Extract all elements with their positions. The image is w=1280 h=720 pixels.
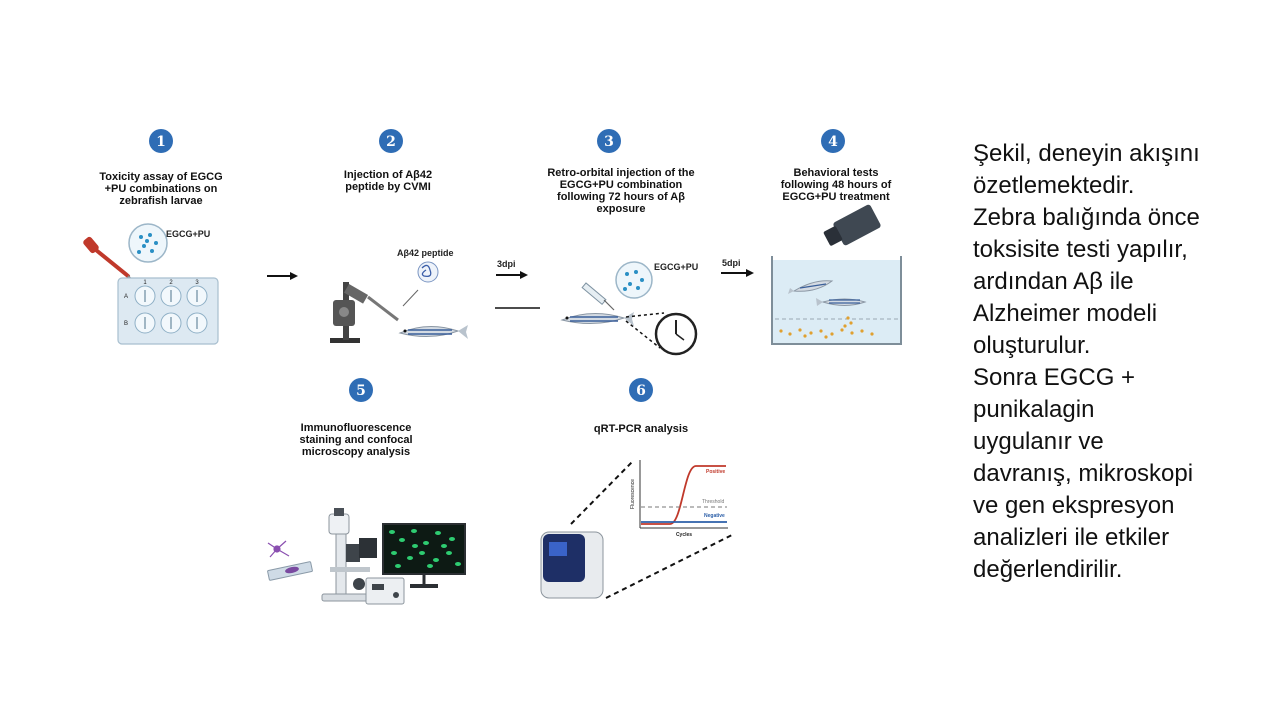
zebrafish-icon [398,325,468,339]
svg-text:6: 6 [636,383,646,399]
abeta-peptide-icon [417,261,439,283]
summary-line: oluşturulur. [973,332,1091,359]
summary-line: Sonra EGCG + [973,364,1136,391]
svg-text:3: 3 [604,134,614,150]
dpi-3-label: 3dpi [497,259,516,269]
zoom-lines [570,459,733,599]
plate-row-label: A [124,294,128,300]
step-3-badge: 3 [597,129,621,153]
step-3-title-line: EGCG+PU combination [560,179,683,191]
step-3-title-line: exposure [597,203,646,215]
zebrafish-icon [560,312,634,326]
summary-line: Zebra balığında önce [973,204,1200,231]
qpcr-machine-icon [540,531,604,599]
positive-label: Positive [706,469,725,475]
step-3-title-line: following 72 hours of Aβ [557,191,685,203]
zoom-lines [625,312,665,349]
egcg-pu-droplet-icon [128,223,168,263]
step-5-title-line: Immunofluorescence [301,422,412,434]
summary-line: ve gen ekspresyon [973,492,1175,519]
plate-col-label: 3 [195,280,199,286]
step-2-title: Injection of Aβ42 peptide by CVMI [344,169,432,193]
step-5-title-line: staining and confocal [299,434,412,446]
step-3-title-line: Retro-orbital injection of the [547,167,694,179]
zebrafish-icon [816,298,867,306]
summary-line: değerlendirilir. [973,556,1123,583]
step-1-title-line: zebrafish larvae [119,195,202,207]
step-1-badge: 1 [149,129,173,153]
step-1-title-line: Toxicity assay of EGCG [99,171,222,183]
svg-text:4: 4 [828,134,838,150]
step-6-title-line: qRT-PCR analysis [594,423,688,435]
plate-col-label: 1 [143,280,147,286]
clock-icon [654,312,698,356]
monitor-icon [382,523,466,588]
step-2-title-line: peptide by CVMI [345,181,431,193]
step-3-title: Retro-orbital injection of the EGCG+PU c… [547,167,694,215]
dpi-5-label: 5dpi [722,258,741,268]
step-4-title: Behavioral tests following 48 hours of E… [781,167,892,203]
step-4-badge: 4 [821,129,845,153]
amplification-plot: Fluorescence Cycles Positive Threshold N… [630,460,728,538]
step-4-title-line: following 48 hours of [781,179,892,191]
microscope-slide-icon [267,561,313,581]
svg-text:2: 2 [386,134,396,150]
summary-line: analizleri ile etkiler [973,524,1170,551]
summary-line: özetlemektedir. [973,172,1135,199]
microscope-icon [321,508,377,602]
arrow-right-icon [267,272,298,280]
svg-text:1: 1 [156,134,166,150]
step-5-title: Immunofluorescence staining and confocal… [299,422,412,458]
syringe-icon [581,282,615,311]
step-5-title-line: microscopy analysis [302,446,410,458]
threshold-label: Threshold [702,499,724,505]
step-1-title: Toxicity assay of EGCG +PU combinations … [99,171,222,207]
micromanipulator-icon [330,282,399,343]
well-plate-icon: 1 2 3 A B [117,277,219,345]
arrow-right-icon [496,271,528,279]
summary-line: Alzheimer modeli [973,300,1158,327]
svg-text:5: 5 [356,383,366,399]
power-supply-icon [365,577,405,605]
step-4-title-line: EGCG+PU treatment [782,191,890,203]
zebrafish-icon [788,280,834,294]
negative-label: Negative [704,513,725,519]
step-6-title: qRT-PCR analysis [594,423,688,435]
arrow-right-icon [721,269,754,277]
step-1-title-line: +PU combinations on [105,183,218,195]
plate-col-label: 2 [169,280,173,286]
step-6-badge: 6 [629,378,653,402]
camera-icon [823,204,881,246]
step-4-title-line: Behavioral tests [794,167,879,179]
summary-line: punikalagin [973,396,1095,423]
egcg-pu-droplet-icon [615,261,653,299]
summary-line: uygulanır ve [973,428,1104,455]
neuron-icon [267,540,290,558]
summary-line: toksisite testi yapılır, [973,236,1188,263]
summary-text: Şekil, deneyin akışını özetlemektedir. Z… [973,138,1263,586]
egcg-pu-label-step1: EGCG+PU [166,229,210,239]
plate-row-label: B [124,321,128,327]
egcg-pu-label-step3: EGCG+PU [654,262,698,272]
step-2-title-line: Injection of Aβ42 [344,169,432,181]
summary-line: davranış, mikroskopi [973,460,1194,487]
step-2-badge: 2 [379,129,403,153]
abeta-peptide-label: Aβ42 peptide [397,248,454,258]
step-5-badge: 5 [349,378,373,402]
summary-line: ardından Aβ ile [973,268,1134,295]
positive-curve [641,465,726,525]
summary-line: Şekil, deneyin akışını [973,140,1200,167]
x-axis-label: Cycles [676,532,692,538]
y-axis-label: Fluorescence [630,479,636,509]
